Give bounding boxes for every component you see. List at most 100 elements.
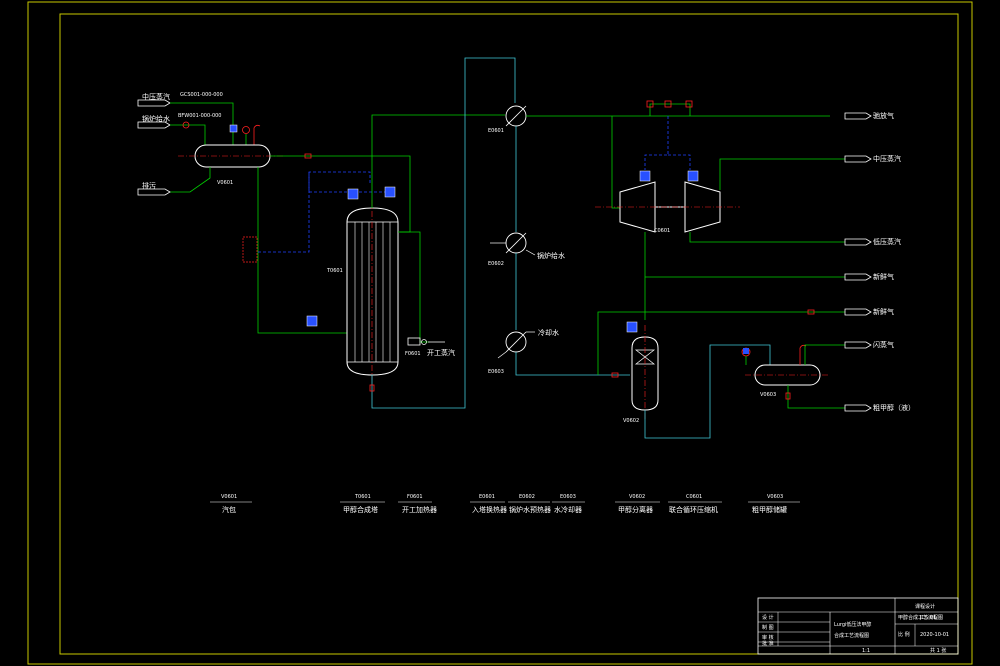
legend-tag: V0603 [767, 494, 783, 500]
inner-border [59, 13, 959, 655]
compressor-controller-1-icon [639, 170, 651, 182]
mp-steam-arrow-icon [137, 99, 171, 107]
steam-drum-tag: V0601 [217, 180, 233, 186]
e0603-to-separator [515, 352, 630, 376]
title-block-scale-value: 1:1 [862, 648, 870, 654]
equipment-legend: V0601 汽包 T0601 甲醇合成塔 F0601 开工加热器 E0601 入… [210, 494, 800, 514]
startup-heater-f0601 [407, 337, 421, 346]
legend-tag: V0601 [221, 494, 237, 500]
startup-valve-icon [421, 339, 427, 345]
compressor-stage-1-icon [619, 181, 656, 233]
lp-steam-out [689, 232, 845, 243]
drum-vent-icon [253, 124, 261, 145]
crude-methanol-arrow-icon [844, 404, 872, 412]
flash-drum-group: V0603 [741, 344, 845, 409]
bfw-arrow-icon [137, 121, 171, 129]
blowdown-line [170, 167, 211, 193]
drum-level-instrument-icon [229, 124, 238, 133]
title-block: 课程设计 甲醇合成工艺流程图 JCS-01 设 计 制 图 审 核 批 准 Lu… [757, 597, 959, 655]
title-block-row-label: 审 核 [762, 634, 774, 641]
crude-methanol-line [787, 385, 845, 409]
e0603-flow-arrow [505, 331, 527, 353]
blowdown-arrow-icon [137, 188, 171, 196]
separator-v0602 [631, 336, 659, 411]
compressor-control-signal-2 [668, 154, 691, 170]
bfw-pipe-code: BFW001-000-000 [178, 113, 222, 119]
bfw-valve-icon [182, 121, 190, 129]
syngas-arrow-icon [844, 273, 872, 281]
legend-name: 锅炉水预热器 [509, 505, 551, 514]
fresh-gas-arrow-icon [844, 308, 872, 316]
purge-gas-label: 驰放气 [873, 111, 894, 120]
reactor-outlet-valve-icon [369, 384, 375, 392]
e0602-flow-arrow [505, 232, 527, 254]
bfw-in-label: 锅炉给水 [142, 114, 170, 123]
exchanger-3-tag: E0603 [488, 369, 504, 375]
legend-name: 开工加热器 [402, 505, 437, 514]
flash-gas-line [804, 344, 845, 365]
title-block-project-1: Lurgi低压法甲醇 [834, 621, 871, 628]
syngas-label: 新鲜气 [873, 272, 894, 281]
purge-gas-out-arrow-icon [844, 112, 872, 120]
separator-liquid-out [644, 344, 771, 439]
bypass-valve-1-icon [646, 100, 654, 108]
title-block-date: 2020-10-01 [920, 632, 949, 638]
compressor-stage-2-icon [684, 181, 721, 233]
legend-name: 粗甲醇储罐 [752, 505, 787, 514]
cw-out [497, 351, 507, 359]
lp-steam-label: 低压蒸汽 [873, 237, 901, 246]
compressor-bypass-top [649, 103, 691, 116]
startup-steam-label: 开工蒸汽 [427, 348, 455, 357]
flash-gas-arrow-icon [844, 341, 872, 349]
legend-tag: E0602 [519, 494, 535, 500]
compressor-control-signal [644, 116, 669, 170]
legend-tag: T0601 [354, 494, 371, 500]
controller-3-icon [306, 315, 318, 327]
reactor-t0601 [346, 207, 399, 376]
flash-drum-tag: V0603 [760, 392, 776, 398]
temp-control-signal [308, 172, 390, 193]
startup-heater-tag: F0601 [405, 351, 421, 357]
controller-2-icon [384, 186, 396, 198]
title-block-row-label: 制 图 [762, 624, 774, 631]
legend-name: 甲醇合成塔 [343, 505, 378, 514]
flash-drum-level-icon [743, 348, 749, 354]
blowdown-label: 排污 [142, 181, 156, 190]
legend-tag: E0601 [479, 494, 495, 500]
controller-1-icon [347, 188, 359, 200]
legend-name: 水冷却器 [554, 505, 582, 514]
mp-steam-right-arrow-icon [844, 155, 872, 163]
bfw-preheat-label: 锅炉给水 [537, 251, 565, 260]
title-block-row-label: 批 准 [762, 640, 774, 647]
legend-tag: C0601 [686, 494, 702, 500]
mp-steam-in-label: 中压蒸汽 [142, 92, 170, 101]
steam-line-valve-icon [304, 153, 312, 159]
drum-downcomer [257, 167, 347, 334]
separator-tag: V0602 [623, 418, 639, 424]
reactor-gas-inlet [371, 114, 505, 208]
crude-methanol-label: 粗甲醇（液） [873, 403, 915, 412]
purge-valve-icon [807, 309, 815, 315]
compressor-recycle-loop [611, 116, 620, 209]
compressor-controller-2-icon [687, 170, 699, 182]
startup-heater-line [398, 231, 430, 343]
compressor-group: C0601 [595, 100, 845, 320]
mp-steam-right-label: 中压蒸汽 [873, 154, 901, 163]
title-block-doc-no: 甲醇合成工艺流程图 [898, 614, 943, 621]
title-block-scale-label: 比 例 [898, 631, 910, 638]
title-block-drawing-no: JCS-01 [919, 615, 936, 621]
bypass-valve-3-icon [685, 100, 693, 108]
exchanger-2-tag: E0602 [488, 261, 504, 267]
reactor-gas-outlet [371, 57, 516, 409]
separator-group: V0602 [597, 309, 845, 439]
compressor-tag: C0601 [654, 228, 670, 234]
outer-border [27, 1, 973, 665]
control-valve-group [242, 236, 258, 263]
reactor-tag: T0601 [326, 268, 343, 274]
legend-tag: E0603 [560, 494, 576, 500]
purge-gas-line [597, 311, 845, 375]
title-block-row-label: 设 计 [762, 614, 774, 621]
fresh-gas-label: 新鲜气 [873, 307, 894, 316]
separator-controller-icon [626, 321, 638, 333]
